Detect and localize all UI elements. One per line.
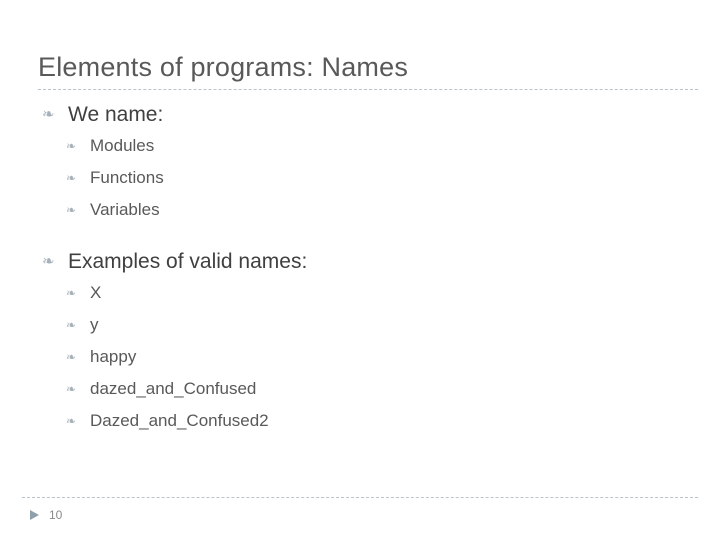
list-item-label: X	[90, 283, 102, 302]
bullet-level1-examples: ❧ Examples of valid names:	[38, 247, 698, 277]
list-item: ❧ Modules	[38, 135, 698, 157]
bullet-marker-icon: ❧	[66, 318, 77, 332]
bullet-marker-icon: ❧	[66, 203, 77, 217]
list-item: ❧ happy	[38, 346, 698, 368]
bullet-marker-icon: ❧	[66, 382, 77, 396]
list-item: ❧ Variables	[38, 199, 698, 221]
sublist-we-name: ❧ Modules ❧ Functions ❧ Variables	[38, 135, 698, 221]
list-item: ❧ y	[38, 314, 698, 336]
bullet-marker-icon: ❧	[66, 139, 77, 153]
section-spacer	[38, 235, 698, 247]
bullet-marker-icon: ❧	[66, 350, 77, 364]
bullet-marker-icon: ❧	[66, 286, 77, 300]
bullet-level1-we-name: ❧ We name:	[38, 100, 698, 130]
bullet-marker-icon: ❧	[66, 414, 77, 428]
list-item: ❧ Dazed_and_Confused2	[38, 410, 698, 432]
title-divider	[38, 89, 698, 90]
bullet-marker-icon: ❧	[42, 106, 55, 123]
list-item-label: happy	[90, 347, 137, 366]
sublist-examples: ❧ X ❧ y ❧ happy ❧ dazed_and_Confused ❧ D…	[38, 282, 698, 432]
list-item-label: Functions	[90, 168, 164, 187]
list-item-label: Variables	[90, 200, 160, 219]
list-item-label: dazed_and_Confused	[90, 379, 257, 398]
triangle-marker-icon	[30, 510, 39, 520]
list-item: ❧ Functions	[38, 167, 698, 189]
list-item: ❧ dazed_and_Confused	[38, 378, 698, 400]
list-item-label: y	[90, 315, 99, 334]
list-item-label: Dazed_and_Confused2	[90, 411, 269, 430]
list-item: ❧ X	[38, 282, 698, 304]
slide-footer: 10	[30, 508, 62, 522]
bullet-marker-icon: ❧	[66, 171, 77, 185]
bullet-level1-label: Examples of valid names:	[68, 250, 308, 273]
list-item-label: Modules	[90, 136, 155, 155]
footer-divider	[22, 497, 698, 498]
bullet-marker-icon: ❧	[42, 253, 55, 270]
page-title: Elements of programs: Names	[38, 52, 409, 82]
page-number: 10	[49, 508, 63, 522]
bullet-level1-label: We name:	[68, 103, 164, 126]
slide-body: ❧ We name: ❧ Modules ❧ Functions ❧ Varia…	[38, 100, 698, 446]
